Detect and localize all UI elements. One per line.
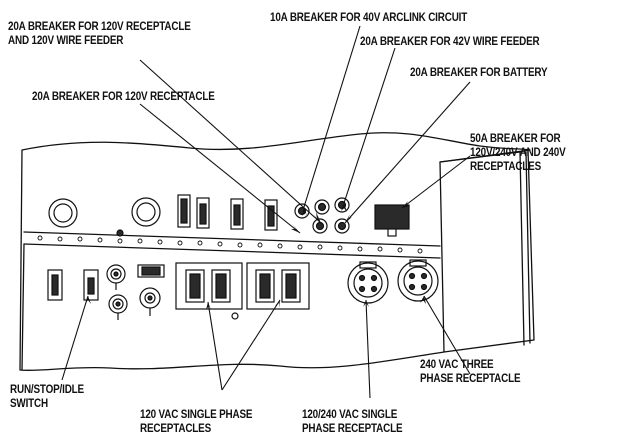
label-line: RECEPTACLES bbox=[470, 161, 542, 173]
leader-10a bbox=[303, 25, 361, 208]
panel-outline bbox=[19, 132, 531, 372]
label-line: 240 VAC THREE bbox=[420, 359, 494, 371]
leader-battery bbox=[344, 81, 471, 224]
leader-120vac-a bbox=[207, 301, 223, 391]
leader-20a-feeder bbox=[139, 59, 322, 224]
label-20a-42v-feeder: 20A BREAKER FOR 42V WIRE FEEDER bbox=[360, 36, 540, 48]
breakers bbox=[294, 197, 350, 234]
receptacle-120-b bbox=[246, 262, 310, 310]
label-line: SWITCH bbox=[10, 398, 48, 410]
label-three-phase: 240 VAC THREE PHASE RECEPTACLE bbox=[420, 358, 521, 386]
label-line: 120/240 VAC SINGLE bbox=[302, 409, 398, 421]
arrowheads bbox=[85, 201, 426, 310]
label-line: RECEPTACLES bbox=[140, 423, 212, 435]
panel-side bbox=[439, 149, 535, 353]
strip-holes bbox=[37, 235, 423, 254]
breaker-50a bbox=[374, 204, 410, 237]
leader-120vac-b bbox=[221, 299, 281, 391]
run-stop-idle-switch bbox=[47, 269, 99, 301]
knob-center bbox=[131, 197, 161, 227]
leader-20a-120v bbox=[139, 103, 301, 234]
terminal-strip bbox=[23, 231, 441, 247]
connectors bbox=[106, 264, 161, 320]
leader-lines bbox=[61, 25, 471, 399]
leader-three-phase bbox=[423, 295, 471, 375]
knob-left bbox=[48, 198, 78, 228]
label-line: RUN/STOP/IDLE bbox=[10, 384, 84, 396]
label-50a-breaker: 50A BREAKER FOR 120V/240V AND 240V RECEP… bbox=[470, 132, 566, 174]
label-20a-120v-receptacle: 20A BREAKER FOR 120V RECEPTACLE bbox=[32, 91, 215, 103]
label-line: 20A BREAKER FOR 120V RECEPTACLE bbox=[8, 21, 191, 33]
label-line: 120 VAC SINGLE PHASE bbox=[140, 409, 253, 421]
receptacle-120-240 bbox=[347, 261, 389, 304]
leader-120-240 bbox=[365, 299, 371, 399]
receptacle-three-phase bbox=[397, 259, 439, 302]
label-line: PHASE RECEPTACLE bbox=[420, 373, 521, 385]
leader-run-stop bbox=[61, 295, 89, 381]
label-20a-120v-and-feeder: 20A BREAKER FOR 120V RECEPTACLE AND 120V… bbox=[8, 20, 191, 48]
label-line: AND 120V WIRE FEEDER bbox=[8, 35, 124, 47]
label-line: 50A BREAKER FOR bbox=[470, 133, 561, 145]
upper-switches bbox=[177, 194, 278, 231]
label-20a-battery: 20A BREAKER FOR BATTERY bbox=[410, 67, 548, 79]
label-120-240-single-phase: 120/240 VAC SINGLE PHASE RECEPTACLE bbox=[302, 408, 403, 436]
label-line: 120V/240V AND 240V bbox=[470, 147, 566, 159]
label-120-vac-single-phase: 120 VAC SINGLE PHASE RECEPTACLES bbox=[140, 408, 253, 436]
leader-50a bbox=[401, 155, 471, 209]
label-line: PHASE RECEPTACLE bbox=[302, 423, 403, 435]
label-run-stop-idle: RUN/STOP/IDLE SWITCH bbox=[10, 383, 84, 411]
leader-42v bbox=[343, 47, 396, 204]
receptacle-120-a bbox=[175, 262, 243, 310]
label-10a-arclink: 10A BREAKER FOR 40V ARCLINK CIRCUIT bbox=[270, 12, 468, 24]
